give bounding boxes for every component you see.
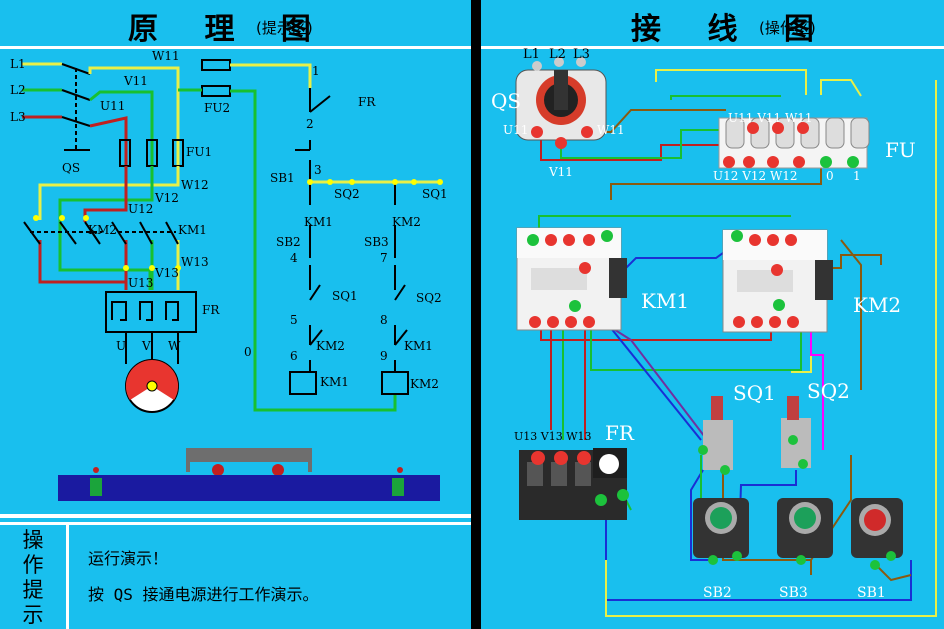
label-SB1: SB1 bbox=[270, 171, 295, 185]
label-KM2: KM2 bbox=[88, 223, 117, 237]
wiring-title: 接 线 图 bbox=[631, 12, 832, 47]
coil-km1 bbox=[289, 371, 317, 395]
label-U: U bbox=[116, 339, 126, 353]
tip-line-2: 按 QS 接通电源进行工作演示。 bbox=[88, 585, 319, 604]
label-SB2: SB2 bbox=[276, 235, 301, 249]
label-n6: 6 bbox=[290, 349, 298, 363]
label-V11: V11 bbox=[123, 74, 148, 88]
label-n0: 0 bbox=[244, 345, 252, 359]
wiring-label-L3: L3 bbox=[573, 47, 590, 62]
wiring-fu-1: 1 bbox=[853, 169, 861, 183]
label-n4: 4 bbox=[290, 251, 298, 265]
label-KM1-ctrl: KM1 bbox=[304, 215, 333, 229]
label-V13: V13 bbox=[154, 266, 179, 280]
label-L3: L3 bbox=[10, 110, 26, 124]
wiring-label-KM2: KM2 bbox=[853, 293, 901, 317]
label-SQ1: SQ1 bbox=[422, 187, 448, 201]
limit-switch-sq1[interactable] bbox=[698, 396, 733, 475]
button-sb1[interactable] bbox=[851, 498, 903, 570]
thermal-relay-fr[interactable] bbox=[519, 448, 629, 520]
label-W11: W11 bbox=[152, 49, 180, 63]
wiring-fr-top-labels: U13 V13 W13 bbox=[514, 430, 592, 443]
limit-switch-sq2[interactable] bbox=[781, 396, 811, 469]
label-n5: 5 bbox=[290, 313, 298, 327]
label-SB3: SB3 bbox=[364, 235, 389, 249]
label-coil-KM1: KM1 bbox=[320, 375, 349, 389]
label-FU1: FU1 bbox=[186, 145, 212, 159]
wiring-label-W11: W11 bbox=[597, 123, 625, 137]
label-KM2-b: KM2 bbox=[316, 339, 345, 353]
schematic-title-bar: 原 理 图 (提示区) bbox=[0, 0, 471, 49]
wiring-label-QS: QS bbox=[491, 89, 521, 113]
label-W13: W13 bbox=[181, 255, 209, 269]
wiring-subtitle: (操作区) bbox=[759, 19, 816, 37]
wiring-panel: 接 线 图 (操作区) bbox=[481, 0, 944, 629]
track bbox=[58, 475, 440, 501]
wiring-label-L1: L1 bbox=[523, 47, 540, 62]
label-L2: L2 bbox=[10, 83, 26, 97]
label-SQ1-b: SQ1 bbox=[332, 289, 358, 303]
qs-switch-symbol bbox=[61, 63, 91, 151]
label-n1: 1 bbox=[312, 64, 320, 78]
wiring-label-U11: U11 bbox=[503, 123, 528, 137]
wiring-fu-bottom-labels: U12 V12 W12 bbox=[713, 169, 798, 183]
label-KM1: KM1 bbox=[178, 223, 207, 237]
label-W12: W12 bbox=[181, 178, 209, 192]
schematic-panel: 原 理 图 (提示区) L1 L2 L3 QS W11 V11 U11 FU1 … bbox=[0, 0, 471, 629]
wiring-label-KM1: KM1 bbox=[641, 289, 689, 313]
label-FU2: FU2 bbox=[204, 101, 230, 115]
label-V: V bbox=[141, 339, 151, 353]
label-n3: 3 bbox=[314, 163, 322, 177]
wiring-label-V11: V11 bbox=[548, 165, 573, 179]
label-FR: FR bbox=[202, 303, 220, 317]
wiring-label-SB3: SB3 bbox=[779, 585, 808, 601]
wiring-label-SB1: SB1 bbox=[857, 585, 886, 601]
label-n2: 2 bbox=[306, 117, 314, 131]
label-n8: 8 bbox=[380, 313, 388, 327]
trolley bbox=[186, 448, 312, 462]
button-sb3[interactable] bbox=[777, 498, 833, 565]
wiring-label-L2: L2 bbox=[549, 47, 566, 62]
wiring-title-bar: 接 线 图 (操作区) bbox=[481, 0, 944, 49]
label-SQ2-b: SQ2 bbox=[416, 291, 442, 305]
label-n7: 7 bbox=[380, 251, 388, 265]
contactor-km1[interactable] bbox=[516, 227, 627, 331]
label-QS: QS bbox=[62, 161, 80, 175]
label-U12: U12 bbox=[128, 202, 153, 216]
wiring-label-SB2: SB2 bbox=[703, 585, 732, 601]
wiring-label-SQ2: SQ2 bbox=[807, 379, 850, 403]
label-KM2-ctrl: KM2 bbox=[392, 215, 421, 229]
schematic-subtitle: (提示区) bbox=[256, 19, 313, 37]
label-KM1-b: KM1 bbox=[404, 339, 433, 353]
label-L1: L1 bbox=[10, 57, 26, 71]
contactor-km2[interactable] bbox=[722, 229, 833, 333]
label-n9: 9 bbox=[380, 349, 388, 363]
qs-switch[interactable] bbox=[515, 57, 607, 149]
schematic-diagram: L1 L2 L3 QS W11 V11 U11 FU1 FU2 bbox=[10, 49, 448, 501]
button-sb2[interactable] bbox=[693, 498, 749, 565]
label-V12: V12 bbox=[154, 191, 179, 205]
coil-km2 bbox=[381, 371, 409, 395]
label-W: W bbox=[168, 339, 181, 353]
wiring-diagram: L1 L2 L3 QS U11 V11 W11 U11 V11 W11 U12 … bbox=[491, 47, 937, 617]
label-U11: U11 bbox=[100, 99, 125, 113]
wiring-label-SQ1: SQ1 bbox=[733, 381, 776, 405]
wiring-label-FR: FR bbox=[605, 421, 635, 445]
wiring-fu-0: 0 bbox=[826, 169, 834, 183]
wiring-label-FU: FU bbox=[885, 138, 916, 162]
label-FR-ctrl: FR bbox=[358, 95, 376, 109]
schematic-title: 原 理 图 bbox=[128, 12, 329, 47]
motor-symbol bbox=[125, 359, 179, 413]
fuse-block[interactable] bbox=[718, 117, 870, 169]
label-coil-KM2: KM2 bbox=[410, 377, 439, 391]
wiring-fu-top-labels: U11 V11 W11 bbox=[728, 111, 813, 125]
tips-label: 操作提示 bbox=[22, 528, 44, 627]
label-U13: U13 bbox=[128, 276, 153, 290]
tip-line-1: 运行演示！ bbox=[88, 549, 169, 568]
label-SQ2: SQ2 bbox=[334, 187, 360, 201]
